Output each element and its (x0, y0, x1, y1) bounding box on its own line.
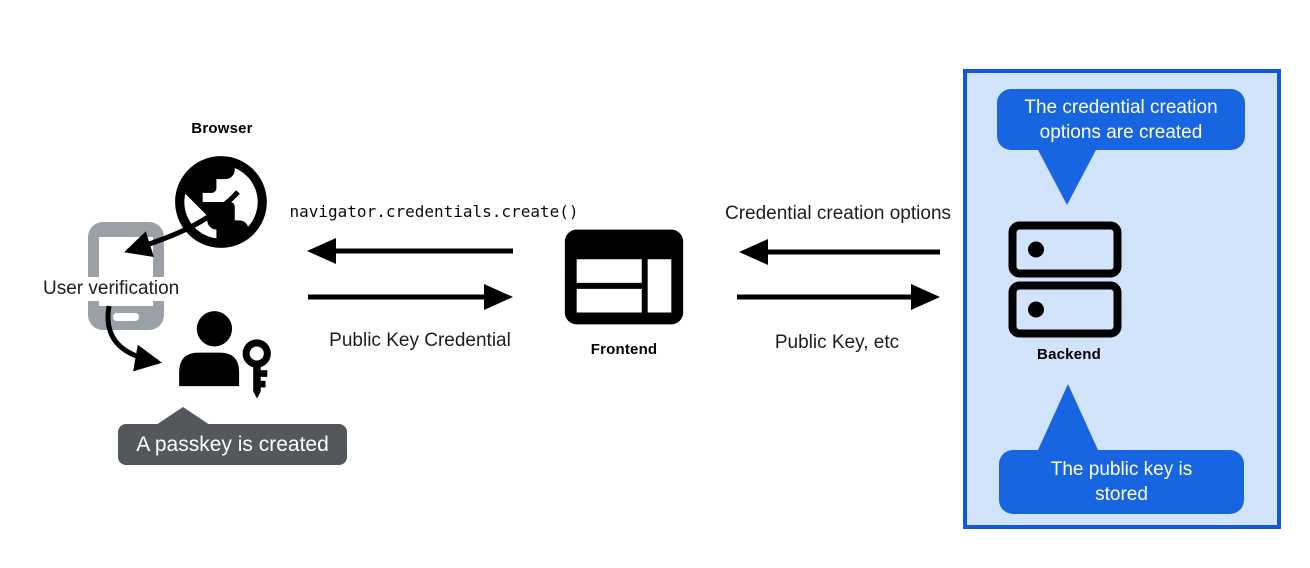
public-key-stored-callout-text: The public key is stored (1050, 459, 1193, 505)
public-key-stored-callout: The public key is stored (999, 450, 1244, 514)
credentials-create-call-label: navigator.credentials.create() (289, 202, 579, 221)
globe-icon (175, 156, 267, 248)
arrow-frontend-to-backend (737, 284, 940, 310)
browser-label: Browser (191, 120, 253, 137)
arrow-frontend-to-browser (307, 238, 513, 264)
options-created-callout-tail (1037, 148, 1097, 205)
public-key-etc-label: Public Key, etc (774, 332, 900, 353)
public-key-stored-callout-tail (1038, 384, 1098, 450)
options-created-callout-text: The credential creation options are crea… (1024, 96, 1218, 143)
frontend-label: Frontend (590, 341, 658, 358)
backend-label: Backend (1037, 346, 1101, 363)
arrow-browser-to-frontend (308, 284, 513, 310)
arrow-backend-to-frontend (739, 239, 940, 265)
user-verification-label: User verification (40, 277, 183, 301)
public-key-credential-label: Public Key Credential (329, 330, 511, 351)
server-stack-icon (1008, 221, 1122, 338)
browser-window-icon (564, 229, 684, 325)
credential-creation-options-label: Credential creation options (724, 203, 952, 224)
passkey-callout-tail (156, 407, 210, 425)
passkey-callout-text: A passkey is created (136, 432, 329, 456)
options-created-callout: The credential creation options are crea… (997, 89, 1245, 150)
person-key-icon (179, 311, 271, 399)
passkey-callout: A passkey is created (118, 424, 347, 465)
